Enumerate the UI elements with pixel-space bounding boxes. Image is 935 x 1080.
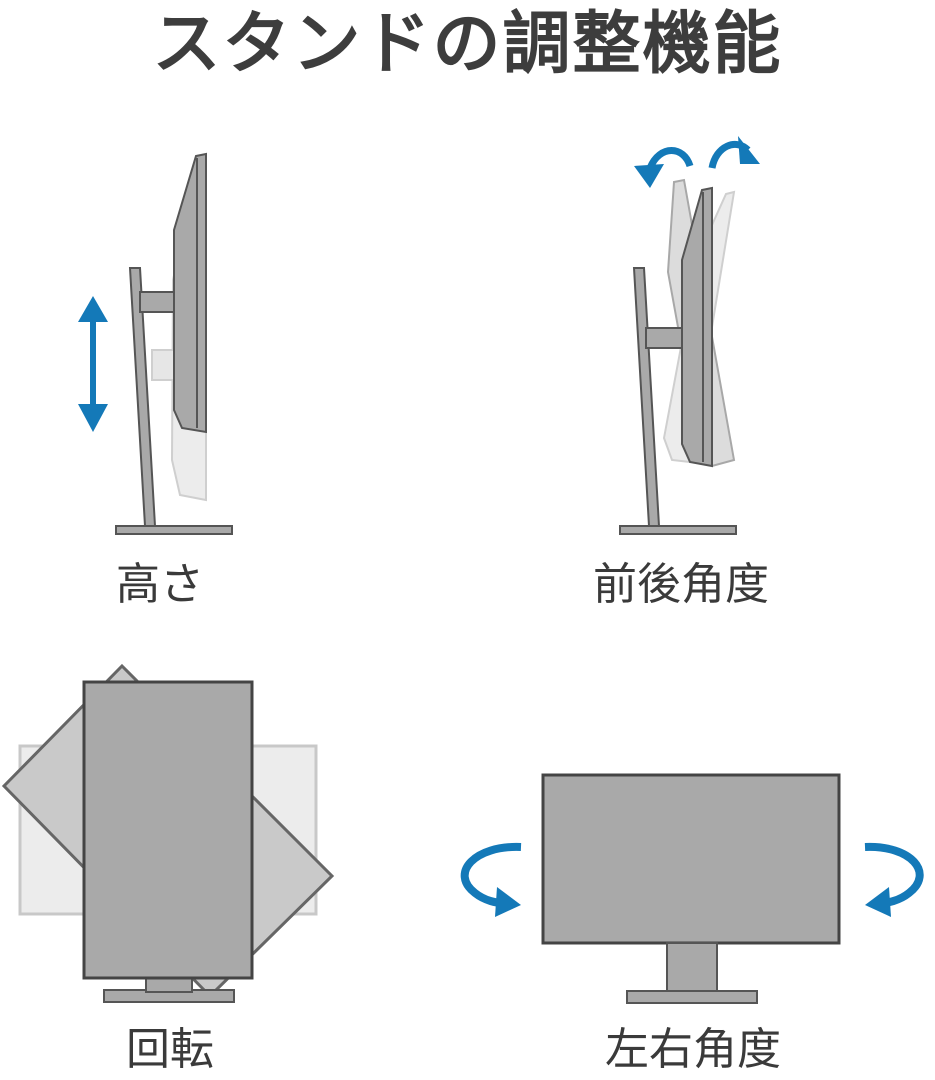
label-swivel: 左右角度 [605, 1024, 781, 1075]
tilt-monitor-illustration [619, 136, 760, 535]
panel-height [60, 140, 260, 540]
label-pivot: 回転 [126, 1024, 214, 1075]
label-tilt: 前後角度 [593, 559, 769, 610]
pivot-monitor-illustration [1, 663, 335, 1003]
double-arrow-vertical-icon [78, 296, 108, 432]
panel-tilt [600, 130, 800, 540]
panel-swivel [445, 765, 935, 1010]
swivel-monitor-illustration [460, 773, 924, 1004]
panel-pivot [0, 660, 340, 1010]
label-height: 高さ [116, 559, 204, 610]
height-monitor-illustration [78, 152, 233, 535]
swivel-arrows-icon [460, 842, 924, 917]
page-title: スタンドの調整機能 [152, 5, 783, 84]
tilt-arrows-icon [634, 136, 760, 188]
